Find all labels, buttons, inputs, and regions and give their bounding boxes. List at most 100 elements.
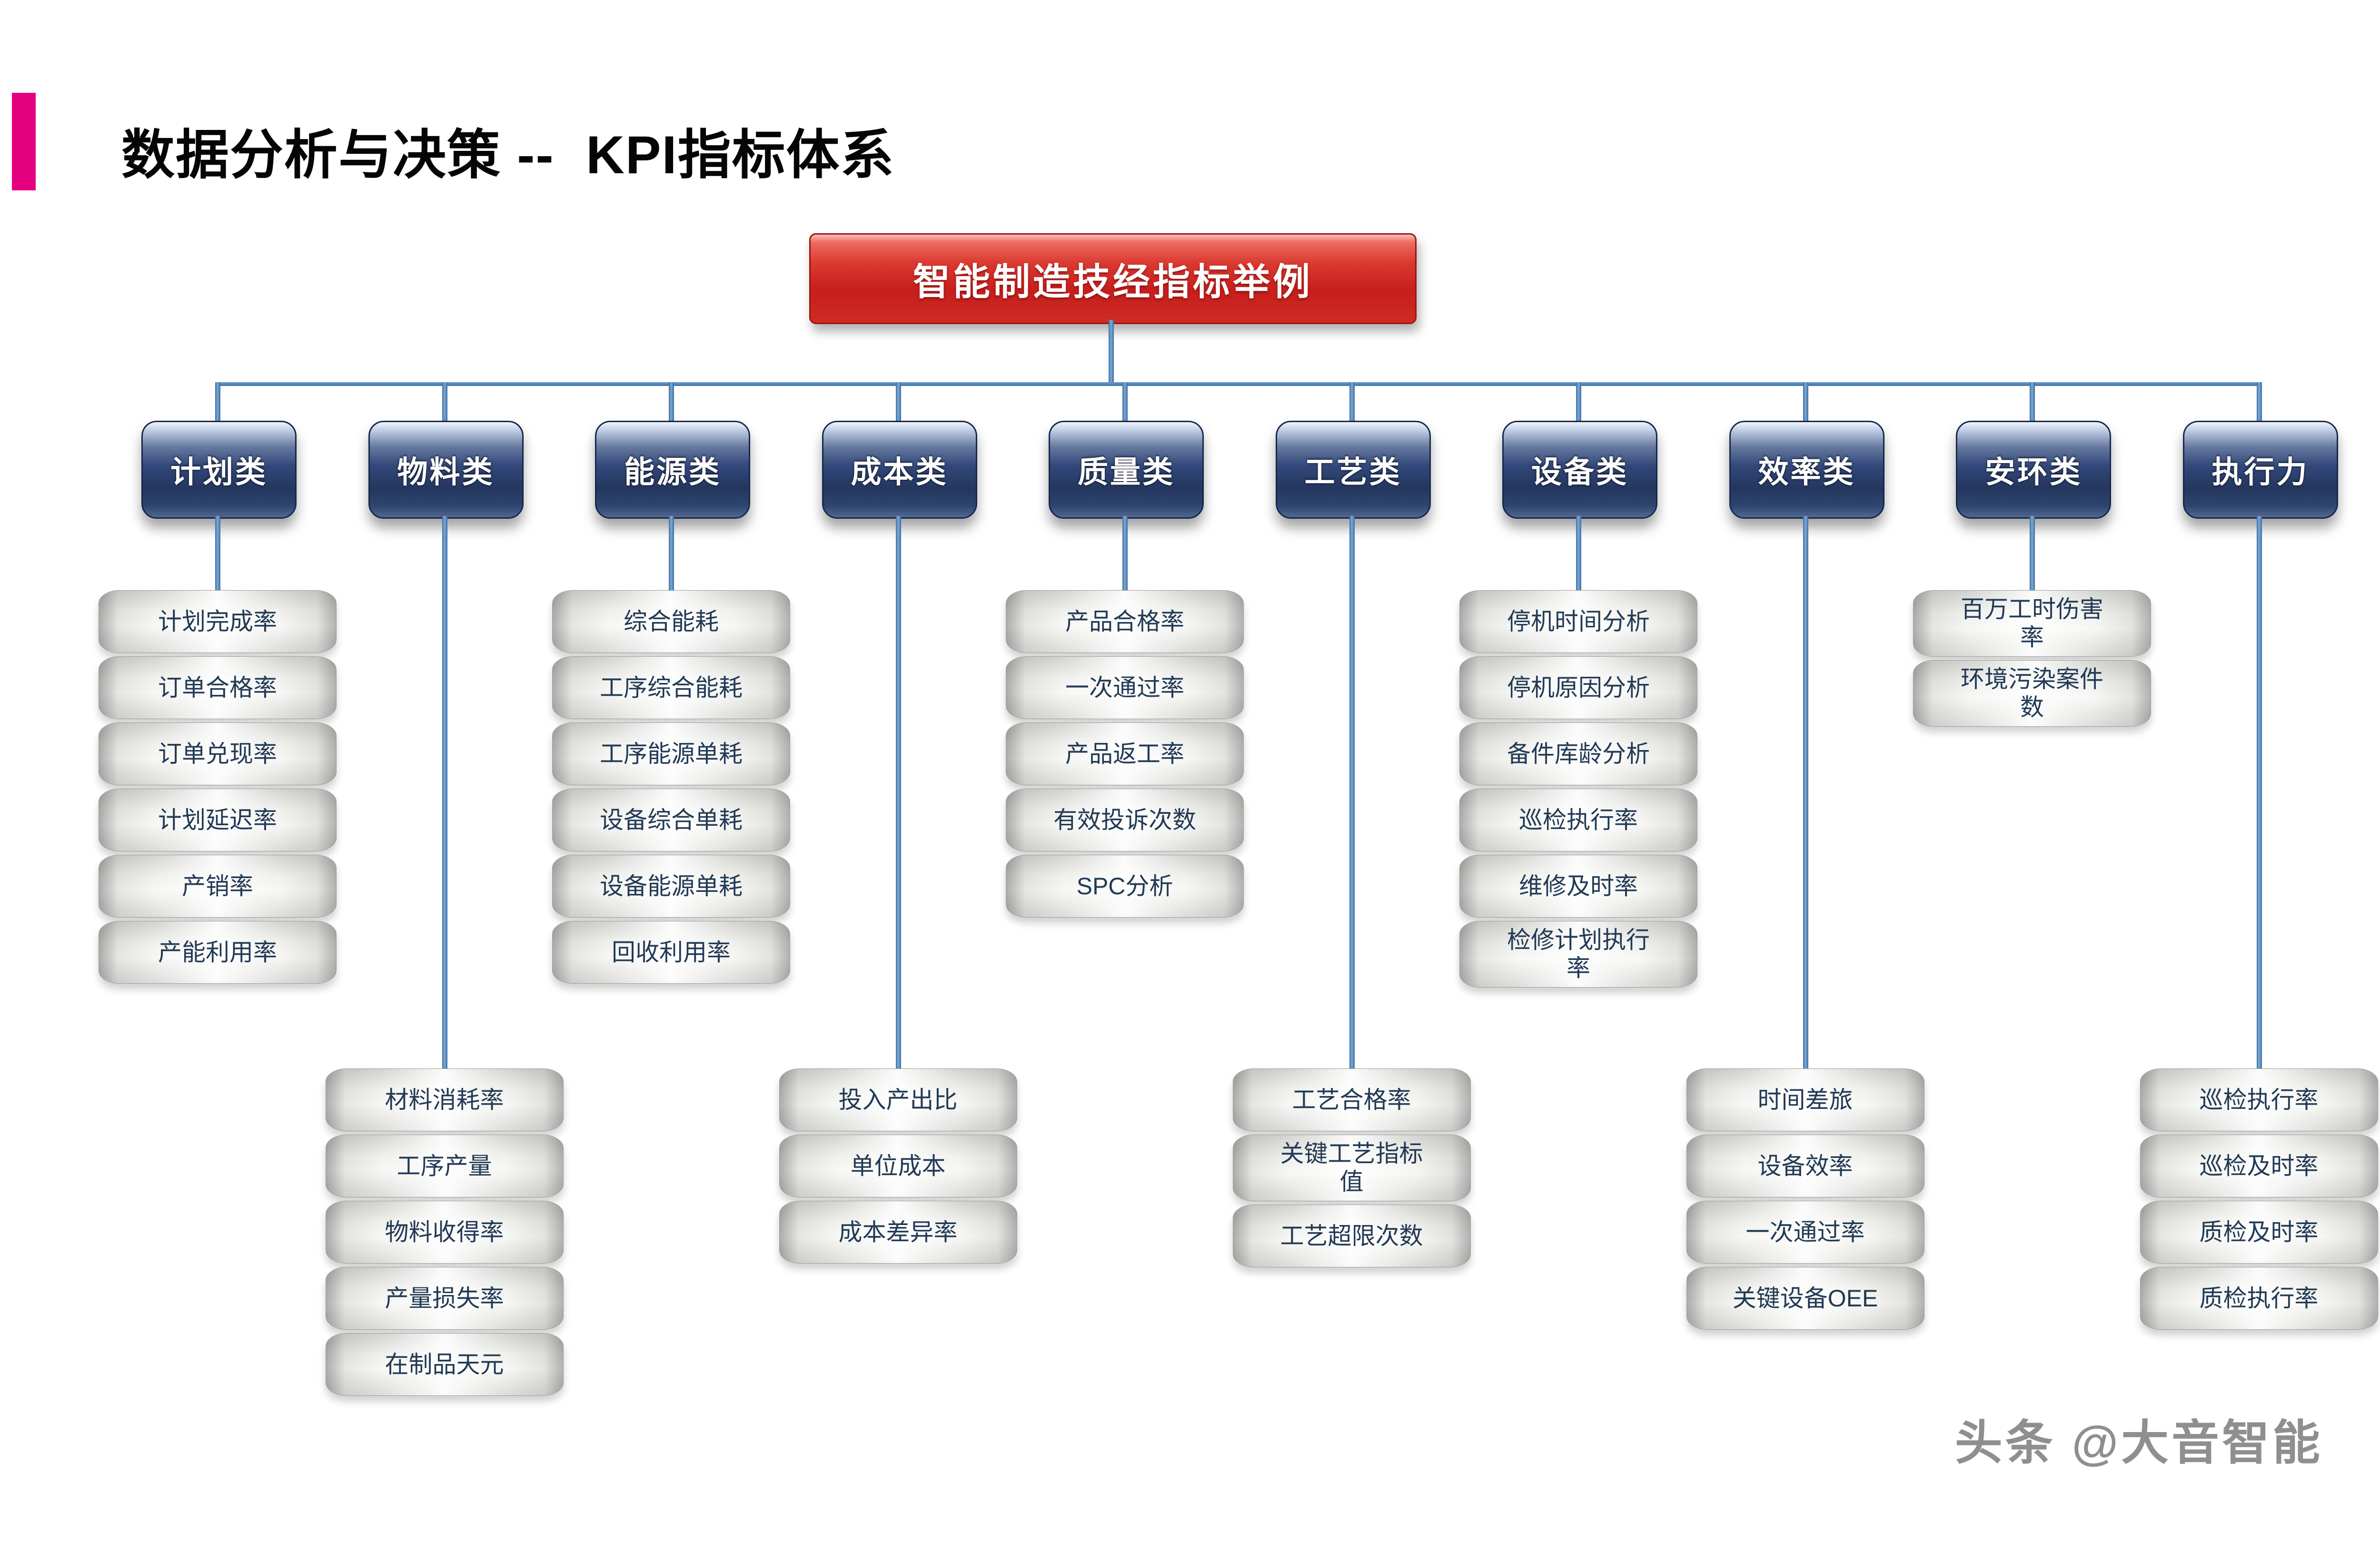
kpi-list-3: 综合能耗工序综合能耗工序能源单耗设备综合单耗设备能源单耗回收利用率 (552, 590, 790, 987)
kpi-item-label: 回收利用率 (612, 939, 731, 966)
kpi-item: 质检执行率 (2140, 1267, 2378, 1330)
kpi-item: 回收利用率 (552, 921, 790, 984)
category-box-8: 效率类 (1729, 421, 1884, 519)
kpi-item-label: SPC分析 (1076, 872, 1173, 900)
kpi-item: 设备效率 (1686, 1135, 1924, 1197)
kpi-item: 工序能源单耗 (552, 722, 790, 785)
kpi-item-label: 产能利用率 (158, 939, 277, 966)
kpi-item: 产品返工率 (1006, 722, 1244, 785)
kpi-item-label: 产量损失率 (385, 1285, 504, 1312)
root-node-label: 智能制造技经指标举例 (912, 260, 1313, 303)
kpi-item-label: 成本差异率 (838, 1218, 958, 1245)
kpi-list-6: 工艺合格率关键工艺指标值工艺超限次数 (1232, 1068, 1471, 1271)
kpi-item: 环境污染案件数 (1913, 660, 2151, 727)
kpi-item: 时间差旅 (1686, 1068, 1924, 1131)
kpi-item-label: 百万工时伤害率 (1961, 596, 2103, 651)
kpi-item: 工序综合能耗 (552, 656, 790, 719)
kpi-item-label: 综合能耗 (624, 608, 719, 635)
kpi-item: 综合能耗 (552, 590, 790, 653)
page-title: 数据分析与决策 -- KPI指标体系 (121, 125, 895, 185)
kpi-item: 单位成本 (779, 1135, 1017, 1197)
root-node-box: 智能制造技经指标举例 (809, 233, 1417, 324)
kpi-item-label: 订单兑现率 (158, 740, 277, 767)
kpi-item: 工艺合格率 (1232, 1068, 1471, 1131)
branch-connector-top (215, 382, 220, 424)
kpi-item-label: 一次通过率 (1745, 1218, 1865, 1245)
kpi-item-label: 巡检执行率 (1519, 806, 1638, 833)
category-label: 工艺类 (1304, 455, 1402, 489)
category-label: 成本类 (851, 455, 948, 489)
kpi-item: 关键设备OEE (1686, 1267, 1924, 1330)
branch-connector-bottom (1122, 516, 1128, 592)
kpi-item: 百万工时伤害率 (1913, 590, 2151, 657)
kpi-list-8: 时间差旅设备效率一次通过率关键设备OEE (1686, 1068, 1924, 1333)
kpi-item: 产品合格率 (1006, 590, 1244, 653)
kpi-item: 工序产量 (325, 1135, 564, 1197)
category-box-4: 成本类 (822, 421, 977, 519)
kpi-item-label: 停机时间分析 (1507, 608, 1650, 635)
branch-connector-top (442, 382, 447, 424)
kpi-item: 成本差异率 (779, 1201, 1017, 1264)
kpi-item: 设备综合单耗 (552, 789, 790, 851)
category-box-10: 执行力 (2182, 421, 2338, 519)
kpi-item-label: 时间差旅 (1757, 1086, 1853, 1113)
kpi-item-label: 巡检执行率 (2199, 1086, 2319, 1113)
kpi-item: 备件库龄分析 (1459, 722, 1697, 785)
kpi-item: 产能利用率 (99, 921, 337, 984)
branch-connector-bottom (1349, 516, 1355, 1070)
kpi-item-label: 巡检及时率 (2199, 1152, 2319, 1179)
kpi-item: 停机原因分析 (1459, 656, 1697, 719)
branch-connector-top (2030, 382, 2035, 424)
kpi-item-label: 设备能源单耗 (600, 872, 743, 900)
branch-connector-bottom (895, 516, 901, 1070)
kpi-item: 工艺超限次数 (1232, 1205, 1471, 1267)
branch-connector-top (895, 382, 901, 424)
kpi-item-label: 一次通过率 (1065, 674, 1184, 701)
kpi-item: 停机时间分析 (1459, 590, 1697, 653)
kpi-list-5: 产品合格率一次通过率产品返工率有效投诉次数 SPC分析 (1006, 590, 1244, 921)
root-connector-line (1109, 320, 1114, 384)
category-box-9: 安环类 (1956, 421, 2111, 519)
kpi-item: SPC分析 (1006, 855, 1244, 918)
kpi-item-label: 产销率 (182, 872, 253, 900)
kpi-item-label: 工序综合能耗 (600, 674, 743, 701)
kpi-item-label: 计划完成率 (158, 608, 277, 635)
kpi-item: 设备能源单耗 (552, 855, 790, 918)
watermark-text: 头条 @大音智能 (1954, 1416, 2323, 1470)
category-label: 执行力 (2211, 455, 2309, 489)
kpi-item-label: 投入产出比 (838, 1086, 958, 1113)
category-box-2: 物料类 (368, 421, 524, 519)
kpi-item-label: 在制品天元 (385, 1351, 504, 1378)
branch-connector-bottom (2256, 516, 2262, 1070)
kpi-item: 巡检执行率 (2140, 1068, 2378, 1131)
branch-connector-bottom (1803, 516, 1808, 1070)
branch-connector-top (1576, 382, 1581, 424)
kpi-item-label: 工序产量 (397, 1152, 492, 1179)
kpi-item-label: 单位成本 (850, 1152, 946, 1179)
kpi-item: 巡检执行率 (1459, 789, 1697, 851)
category-label: 能源类 (624, 455, 721, 489)
kpi-list-2: 材料消耗率工序产量物料收得率产量损失率在制品天元 (325, 1068, 564, 1399)
kpi-item: 一次通过率 (1006, 656, 1244, 719)
kpi-item-label: 订单合格率 (158, 674, 277, 701)
category-box-7: 设备类 (1502, 421, 1657, 519)
kpi-item: 质检及时率 (2140, 1201, 2378, 1264)
kpi-item: 关键工艺指标值 (1232, 1135, 1471, 1201)
category-box-3: 能源类 (595, 421, 750, 519)
kpi-item: 有效投诉次数 (1006, 789, 1244, 851)
kpi-item-label: 质检及时率 (2199, 1218, 2319, 1245)
branch-connector-top (1122, 382, 1128, 424)
kpi-item: 计划延迟率 (99, 789, 337, 851)
branch-connector-bottom (442, 516, 447, 1070)
kpi-item-label: 设备综合单耗 (600, 806, 743, 833)
kpi-item-label: 工艺合格率 (1292, 1086, 1411, 1113)
kpi-item-label: 质检执行率 (2199, 1285, 2319, 1312)
kpi-item-label: 备件库龄分析 (1507, 740, 1650, 767)
category-label: 效率类 (1758, 455, 1855, 489)
category-label: 物料类 (397, 455, 495, 489)
kpi-item: 材料消耗率 (325, 1068, 564, 1131)
kpi-item-label: 设备效率 (1757, 1152, 1853, 1179)
kpi-item: 计划完成率 (99, 590, 337, 653)
kpi-item: 订单兑现率 (99, 722, 337, 785)
